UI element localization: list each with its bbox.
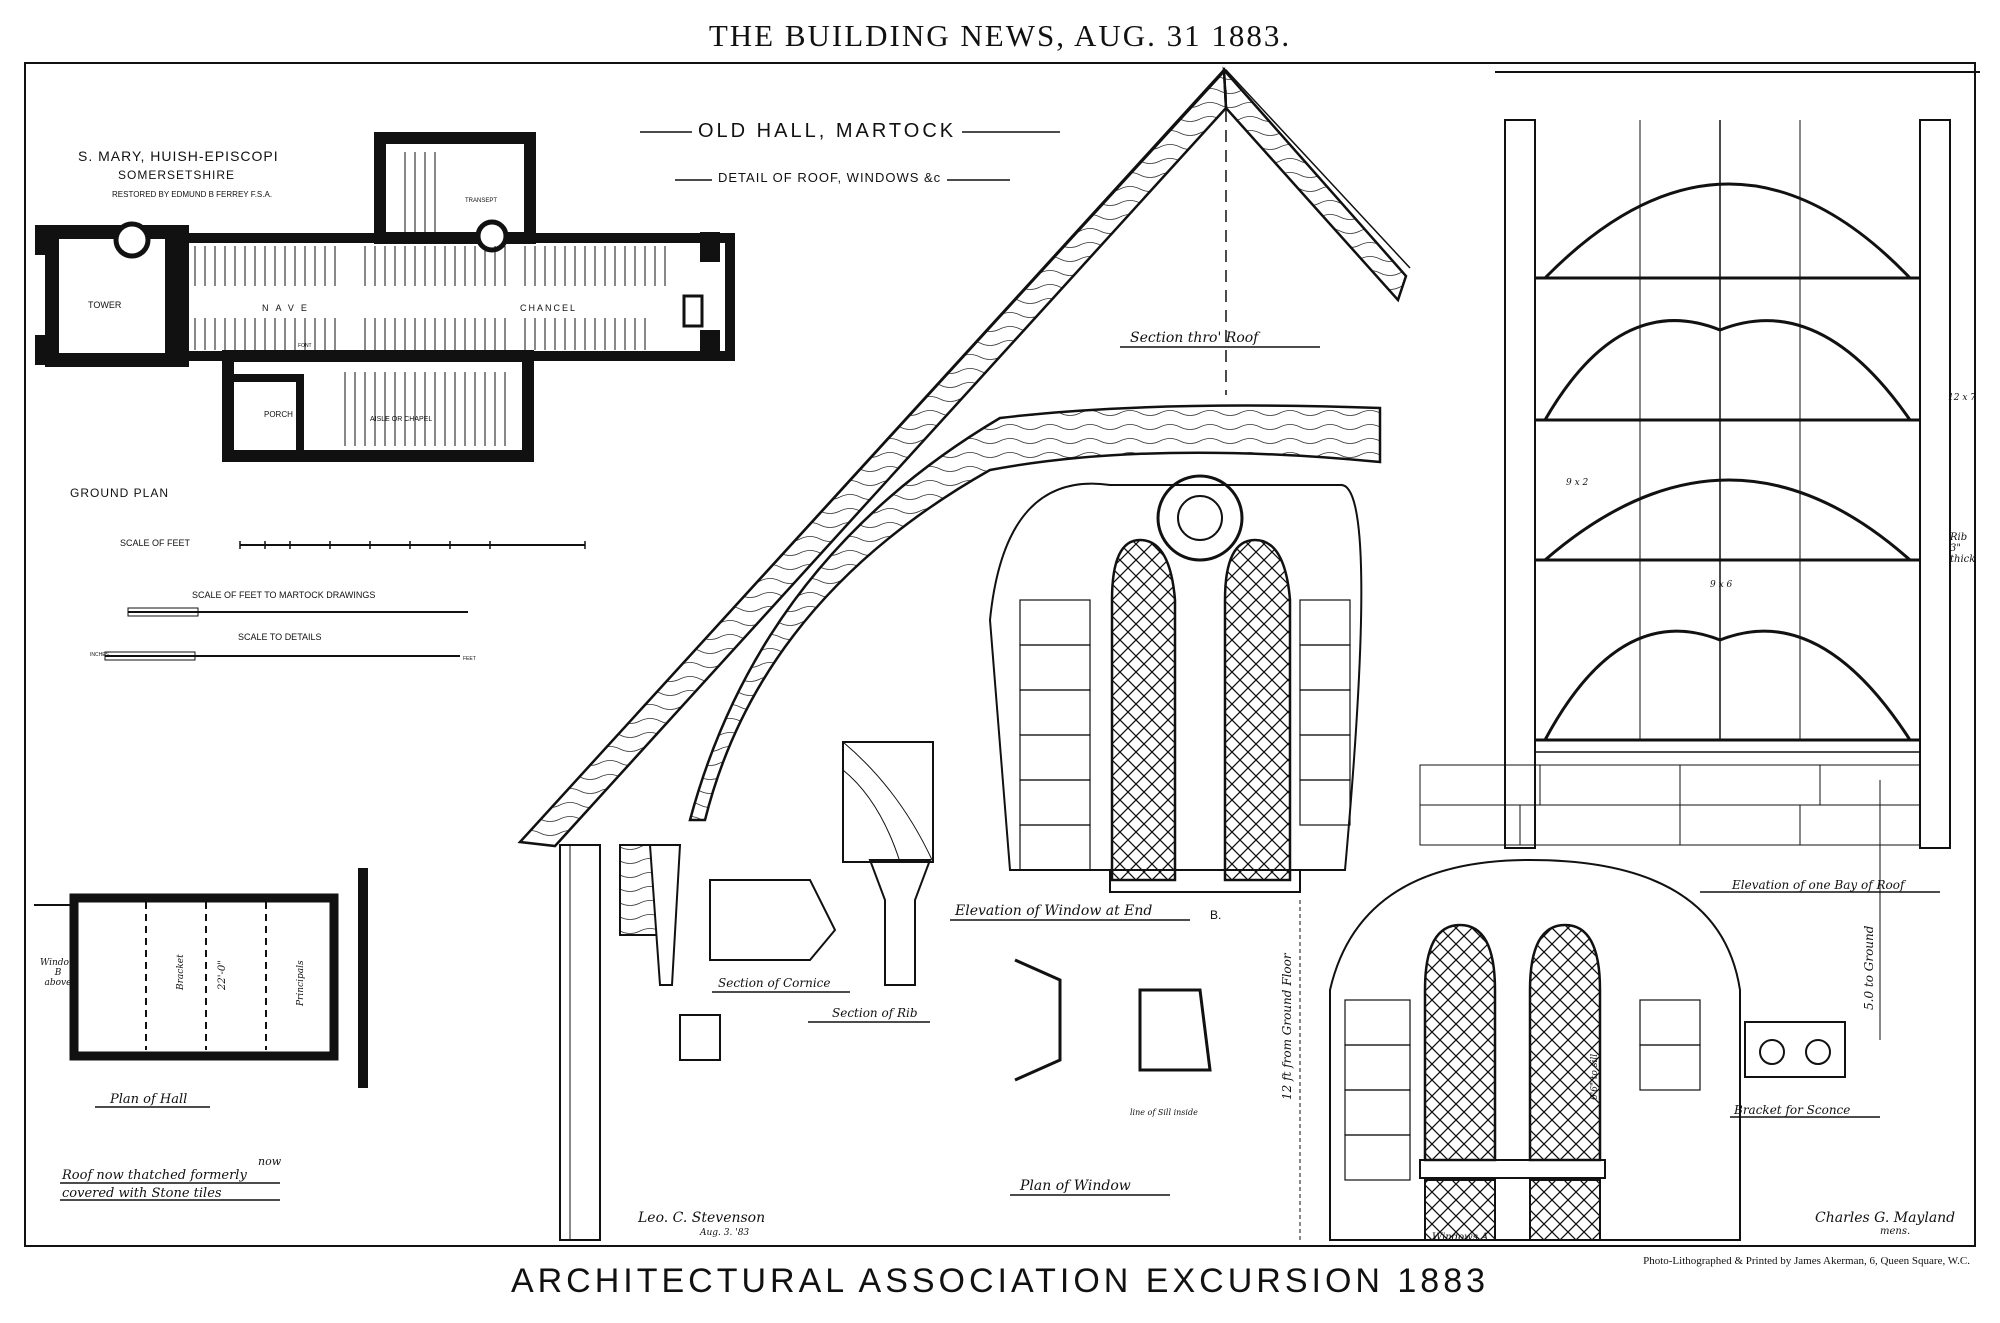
note-line-2: covered with Stone tiles bbox=[62, 1186, 222, 1201]
label-sill-dimension: 5.0 to Ground bbox=[1862, 925, 1876, 1010]
page-footer: ARCHITECTURAL ASSOCIATION EXCURSION 1883 bbox=[510, 1262, 1490, 1300]
room-chancel: CHANCEL bbox=[520, 303, 578, 313]
label-section-rib: Section of Rib bbox=[832, 1006, 918, 1020]
room-aisle: AISLE OR CHAPEL bbox=[370, 416, 433, 423]
label-dim-9x2: 9 x 2 bbox=[1566, 478, 1589, 488]
signature-left: Leo. C. Stevenson bbox=[638, 1210, 766, 1226]
label-plan-hall: Plan of Hall bbox=[110, 1092, 188, 1107]
page-header: THE BUILDING NEWS, AUG. 31 1883. bbox=[708, 18, 1292, 53]
room-transept: TRANSEPT bbox=[465, 198, 498, 204]
label-dim-9x6: 9 x 6 bbox=[1710, 580, 1733, 590]
sheet-border bbox=[24, 62, 1976, 1247]
room-porch: PORCH bbox=[264, 410, 293, 419]
label-windows-a: Windows A bbox=[1432, 1232, 1489, 1243]
label-elevation-window: Elevation of Window at End bbox=[955, 903, 1153, 919]
label-line-sill: line of Sill inside bbox=[1130, 1108, 1198, 1117]
tower-walls bbox=[45, 225, 189, 367]
label-hall-bracket: Bracket bbox=[176, 954, 186, 990]
label-section-roof: Section thro' Roof bbox=[1130, 330, 1259, 346]
label-window-b-above: Window B above bbox=[40, 958, 77, 988]
church-restorer: RESTORED BY EDMUND B FERREY F.S.A. bbox=[112, 190, 273, 199]
detail-sections bbox=[679, 741, 1881, 1240]
label-section-cornice: Section of Cornice bbox=[718, 976, 831, 990]
transept-walls bbox=[374, 132, 536, 244]
hall-plan bbox=[34, 868, 368, 1088]
scale-details-label: SCALE TO DETAILS bbox=[238, 632, 322, 642]
note-insert: now bbox=[258, 1155, 282, 1168]
scale-inches-label: INCHES bbox=[90, 652, 109, 658]
label-hall-dimension: 22'-0" bbox=[217, 960, 228, 990]
roof-bay-elevation bbox=[1419, 71, 1980, 849]
church-name: S. MARY, HUISH-EPISCOPI bbox=[78, 148, 279, 164]
scale-feet-end-label: FEET bbox=[463, 656, 476, 662]
label-sill-dimension-2: 6'6" to sill bbox=[1590, 1053, 1600, 1100]
church-ground-plan bbox=[35, 132, 735, 462]
label-plan-window: Plan of Window bbox=[1020, 1178, 1131, 1194]
signature-left-date: Aug. 3. '83 bbox=[700, 1228, 750, 1238]
roof-section bbox=[517, 66, 1411, 1241]
printer-credit: Photo-Lithographed & Printed by James Ak… bbox=[1643, 1255, 1970, 1267]
ground-plan-label: GROUND PLAN bbox=[70, 486, 170, 500]
label-rules bbox=[60, 131, 1940, 1201]
main-title: OLD HALL, MARTOCK bbox=[692, 120, 963, 143]
scale-feet-label: SCALE OF FEET bbox=[120, 538, 191, 548]
room-font: FONT bbox=[298, 343, 312, 349]
signature-right-role: mens. bbox=[1880, 1226, 1911, 1237]
church-county: SOMERSETSHIRE bbox=[118, 168, 236, 182]
signature-right: Charles G. Mayland bbox=[1815, 1210, 1956, 1226]
scale-martock-label: SCALE OF FEET TO MARTOCK DRAWINGS bbox=[192, 590, 376, 600]
note-line-1: Roof now thatched formerly bbox=[62, 1168, 247, 1183]
label-rib-thickness: Rib 3" thick bbox=[1950, 532, 1976, 565]
window-a-elevation bbox=[1329, 858, 1741, 1241]
sub-title: DETAIL OF ROOF, WINDOWS &c bbox=[712, 170, 948, 185]
label-bracket-sconce: Bracket for Sconce bbox=[1734, 1103, 1851, 1117]
room-nave: NAVE bbox=[262, 303, 314, 313]
label-dim-12x7: 12 x 7 bbox=[1948, 393, 1976, 403]
label-floor-dimension: 12 ft from Ground Floor bbox=[1280, 953, 1294, 1100]
scale-bars bbox=[104, 541, 586, 661]
label-elevation-window-b: B. bbox=[1210, 908, 1222, 922]
label-elevation-bay: Elevation of one Bay of Roof bbox=[1732, 878, 1905, 892]
label-hall-principals: Principals bbox=[296, 960, 306, 1006]
porch-walls bbox=[226, 374, 304, 462]
window-b-elevation bbox=[988, 474, 1363, 893]
room-tower: TOWER bbox=[88, 300, 122, 310]
